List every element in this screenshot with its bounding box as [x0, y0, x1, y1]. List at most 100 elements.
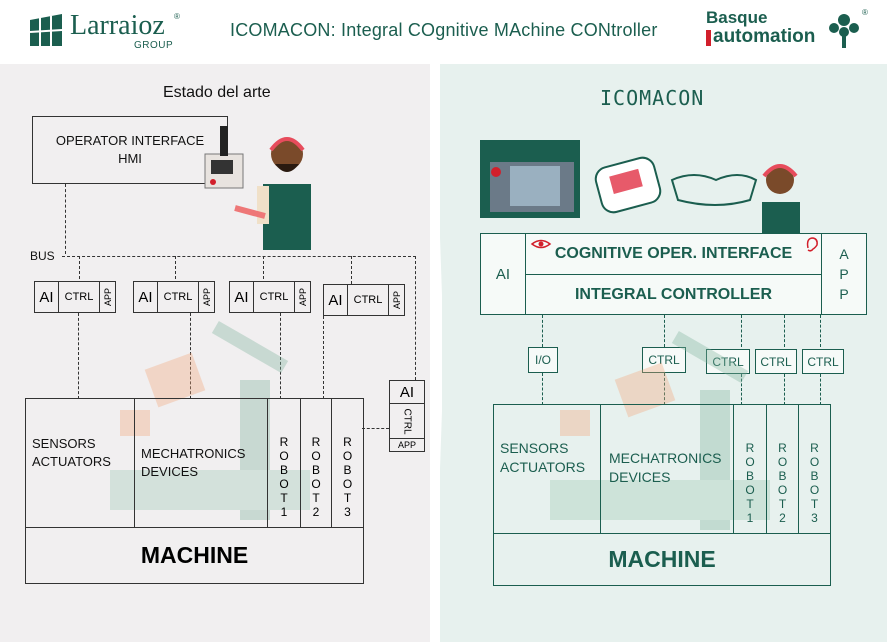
larraioz-logo: Larraioz ® GROUP [26, 10, 186, 51]
app-cell: APP [198, 281, 215, 313]
robot-label-char: R [810, 441, 819, 455]
controller-module-1: AI CTRL APP [34, 281, 116, 313]
larraioz-logo-icon [29, 14, 63, 46]
ai-cell: AI [229, 281, 254, 313]
ctrl-cell: CTRL [389, 403, 425, 439]
robot-label-char: 3 [811, 511, 818, 525]
machine-background-illustration [110, 320, 310, 520]
basque-logo-line1: Basque [706, 8, 768, 27]
robot-label-char: A [839, 246, 849, 262]
ctrl-box-2: CTRL [706, 349, 750, 374]
cognitive-interface-cell: COGNITIVE OPER. INTERFACE [525, 233, 822, 275]
robot-label-char: O [777, 483, 788, 497]
ai-cell: AI [133, 281, 158, 313]
ai-cell: AI [34, 281, 59, 313]
eye-icon [530, 239, 552, 249]
ctrl4-link-bottom [820, 374, 821, 405]
robot-label-char: O [342, 477, 353, 491]
robot-label-char: 3 [344, 505, 351, 519]
robot-label-char: T [778, 497, 787, 511]
ctrl2-link-top [741, 315, 742, 347]
bus-line [62, 256, 416, 257]
basque-automation-logo: Basque automation ® [706, 8, 868, 52]
left-heading: Estado del arte [163, 84, 271, 101]
robot-label-char: T [746, 497, 754, 511]
mechatronics-box-right: MECHATRONICS DEVICES [600, 404, 734, 534]
robot-label-char: O [777, 455, 788, 469]
header [0, 0, 887, 64]
ctrl1-link-top [664, 315, 665, 347]
io-link-top [542, 315, 543, 347]
basque-logo-registered: ® [862, 8, 868, 17]
app-cell: APP [388, 284, 405, 316]
robot-label-char: R [778, 441, 787, 455]
robot-label-char: T [312, 491, 320, 505]
ctrl-cell-label: CTRL [401, 407, 413, 435]
larraioz-logo-registered: ® [174, 12, 180, 21]
app-cell-label: APP [102, 287, 113, 307]
robot-label-char: 1 [280, 505, 288, 519]
robot-label-char: 2 [312, 505, 320, 519]
app-cell-label: APP [201, 287, 212, 307]
bus-drop-1 [79, 256, 80, 284]
hmi-bus-link [65, 184, 66, 254]
sensors-actuators-box-right: SENSORS ACTUATORS [493, 404, 601, 534]
page-title: ICOMACON: Integral COgnitive MAchine CON… [230, 20, 658, 40]
link-robot1 [280, 313, 281, 399]
robot-label-char: B [343, 463, 352, 477]
ctrl-cell: CTRL [157, 281, 199, 313]
ctrl3-link-bottom [784, 374, 785, 405]
machine-box-right: MACHINE [493, 533, 831, 586]
robot-label-char: R [343, 435, 352, 449]
ctrl-box-3: CTRL [755, 349, 797, 374]
robot-label-char: O [745, 483, 755, 497]
hmi-box: OPERATOR INTERFACE HMI [32, 116, 228, 184]
robot-label-char: R [279, 435, 289, 449]
robot-label-char: P [839, 266, 849, 282]
sensors-label: SENSORS [500, 440, 569, 456]
bus-drop-4 [351, 256, 352, 284]
robot-label-char: P [839, 286, 849, 302]
larraioz-logo-sub: GROUP [134, 40, 174, 51]
bus-drop-3 [263, 256, 264, 284]
cognitive-devices-illustration [480, 140, 800, 236]
basque-logo-tree-icon [829, 14, 859, 48]
robot-label-char: O [279, 477, 289, 491]
basque-logo-line2: automation [713, 26, 816, 47]
hmi-line2: HMI [118, 151, 142, 166]
bus-label: BUS [30, 249, 55, 263]
robot-label-char: B [745, 469, 754, 483]
app-cell: APP [389, 438, 425, 452]
io-box: I/O [528, 347, 558, 373]
larraioz-logo-name: Larraioz [70, 10, 165, 41]
robot-label-char: R [745, 441, 755, 455]
ai-cell: AI [323, 284, 348, 316]
ctrl1-link-bottom [664, 373, 665, 405]
panel-separator-arrow [430, 64, 442, 642]
io-link-bottom [542, 373, 543, 405]
sensors-actuators-box: SENSORS ACTUATORS [25, 398, 135, 528]
mechatronics-box: MECHATRONICS DEVICES [134, 398, 268, 528]
app-cell: APP [99, 281, 116, 313]
robot-label-char: T [810, 497, 819, 511]
ctrl-cell: CTRL [347, 284, 389, 316]
robot-label-char: O [745, 455, 755, 469]
robot-label-char: B [810, 469, 819, 483]
robot-label-char: 2 [779, 511, 786, 525]
ai-cell: AI [389, 380, 425, 404]
controller-module-2: AI CTRL APP [133, 281, 215, 313]
robot-label-char: O [279, 449, 289, 463]
app-cell: APP [294, 281, 311, 313]
robot-label-char: O [809, 455, 820, 469]
robot-label-char: T [280, 491, 288, 505]
robot-label-char: B [311, 463, 320, 477]
machine-box: MACHINE [25, 527, 364, 584]
ctrl-cell: CTRL [253, 281, 295, 313]
ctrl-box-1: CTRL [642, 347, 686, 373]
